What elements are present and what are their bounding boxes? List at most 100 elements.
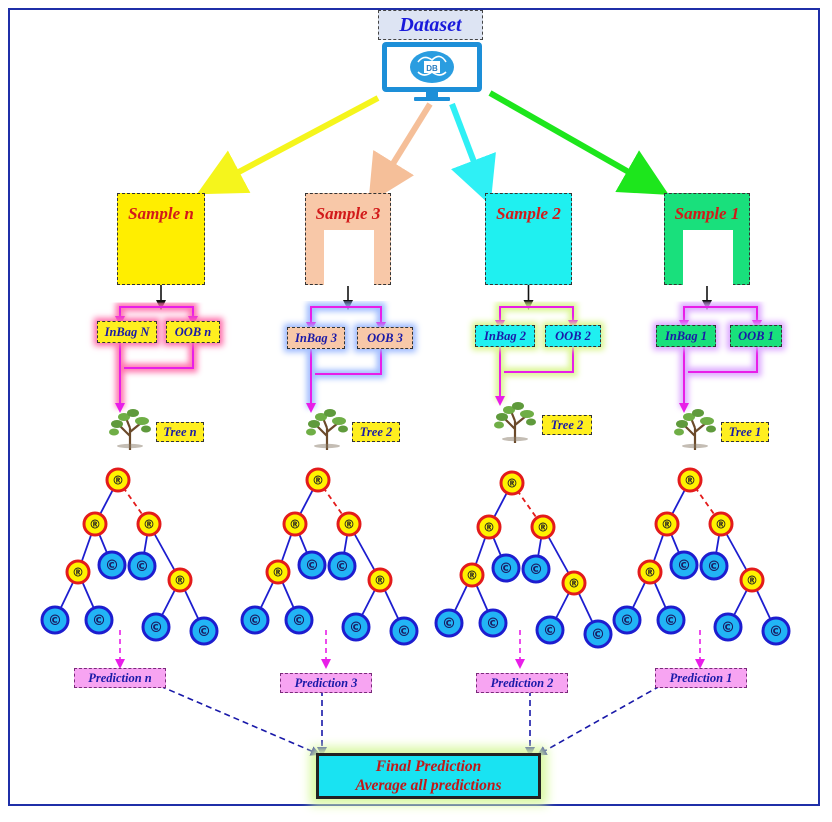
oob-box-1: OOB 1 bbox=[730, 325, 782, 347]
decision-node-3-ll bbox=[265, 559, 291, 585]
tree-label-n: Tree n bbox=[156, 422, 204, 442]
sample-tree-image-3 bbox=[324, 230, 374, 286]
decision-node-3-l1 bbox=[282, 511, 308, 537]
leaf-node-3-l3a bbox=[240, 605, 270, 635]
decision-node-symbol-1-l1: ® bbox=[661, 518, 673, 532]
tree-icon-1 bbox=[674, 409, 716, 450]
arrow-to-sample-2 bbox=[449, 102, 496, 206]
sample-label-1: Sample 1 bbox=[674, 204, 740, 223]
inbag-box-n: InBag N bbox=[97, 321, 157, 343]
leaf-node-2-rc bbox=[521, 554, 551, 584]
leaf-node-symbol-n-rc: © bbox=[135, 559, 149, 575]
leaf-node-n-l3a bbox=[40, 605, 70, 635]
leaf-node-3-r3b bbox=[389, 616, 419, 646]
leaf-node-symbol-2-l3b: © bbox=[486, 616, 500, 632]
dataset-title: Dataset bbox=[378, 10, 483, 40]
final-prediction-box: Final Prediction Average all predictions bbox=[316, 753, 541, 799]
decision-node-n-r1 bbox=[136, 511, 162, 537]
decision-node-1-rr bbox=[739, 567, 765, 593]
decision-node-symbol-3-l1: ® bbox=[289, 518, 301, 532]
oob-box-2: OOB 2 bbox=[545, 325, 601, 347]
leaf-node-1-l3b bbox=[656, 605, 686, 635]
sample-box-2: Sample 2 bbox=[485, 193, 572, 285]
decision-node-symbol-n-ll: ® bbox=[72, 566, 84, 580]
leaf-node-symbol-3-l3a: © bbox=[248, 613, 262, 629]
leaf-node-symbol-n-r3b: © bbox=[197, 624, 211, 640]
decision-node-symbol-2-rr: ® bbox=[568, 577, 580, 591]
leaf-node-1-rc bbox=[699, 551, 729, 581]
decision-node-symbol-2-r1: ® bbox=[537, 521, 549, 535]
inbag-box-3: InBag 3 bbox=[287, 327, 345, 349]
leaf-node-symbol-3-l3b: © bbox=[292, 613, 306, 629]
arrow-to-sample-n bbox=[196, 95, 380, 195]
decision-node-n-ll bbox=[65, 559, 91, 585]
tree-icon-n bbox=[109, 409, 151, 450]
prediction-label-3: Prediction 3 bbox=[280, 673, 372, 693]
final-prediction-subtitle: Average all predictions bbox=[355, 777, 502, 794]
sample-label-2: Sample 2 bbox=[496, 204, 561, 223]
sample-box-3: Sample 3 bbox=[305, 193, 391, 286]
decision-node-1-ll bbox=[637, 559, 663, 585]
decision-node-symbol-n-root: ® bbox=[112, 474, 124, 488]
leaf-node-symbol-n-r3a: © bbox=[149, 620, 163, 636]
decision-node-n-l1 bbox=[82, 511, 108, 537]
arrow-to-sample-3 bbox=[368, 102, 433, 204]
leaf-node-symbol-2-r3a: © bbox=[543, 623, 557, 639]
tree-icon-3 bbox=[306, 409, 348, 450]
tree-label-1: Tree 1 bbox=[721, 422, 769, 442]
leaf-node-symbol-n-l3b: © bbox=[92, 613, 106, 629]
decision-node-symbol-1-r1: ® bbox=[715, 518, 727, 532]
leaf-node-symbol-3-r3b: © bbox=[397, 624, 411, 640]
monitor-brain-icon: DB bbox=[382, 42, 482, 101]
decision-node-symbol-3-r1: ® bbox=[343, 518, 355, 532]
leaf-node-symbol-1-r3a: © bbox=[721, 620, 735, 636]
leaf-node-3-lc bbox=[297, 550, 327, 580]
decision-node-3-root bbox=[305, 467, 331, 493]
leaf-node-2-r3a bbox=[535, 615, 565, 645]
leaf-node-2-lc bbox=[491, 553, 521, 583]
decision-node-symbol-n-r1: ® bbox=[143, 518, 155, 532]
leaf-node-n-lc bbox=[97, 550, 127, 580]
prediction-label-n: Prediction n bbox=[74, 668, 166, 688]
oob-return-1 bbox=[688, 347, 758, 373]
leaf-node-n-r3a bbox=[141, 612, 171, 642]
decision-node-3-rr bbox=[367, 567, 393, 593]
diagram-border bbox=[8, 8, 820, 806]
sample-box-1: Sample 1 bbox=[664, 193, 750, 286]
decision-node-n-root bbox=[105, 467, 131, 493]
sample-tree-image-1 bbox=[683, 230, 733, 286]
final-arrow-n bbox=[159, 685, 321, 756]
leaf-node-symbol-1-rc: © bbox=[707, 559, 721, 575]
sample-box-n: Sample n bbox=[117, 193, 205, 285]
decision-node-2-ll bbox=[459, 562, 485, 588]
decision-node-1-l1 bbox=[654, 511, 680, 537]
svg-text:DB: DB bbox=[426, 64, 438, 73]
decision-node-3-r1 bbox=[336, 511, 362, 537]
decision-node-symbol-2-l1: ® bbox=[483, 521, 495, 535]
leaf-node-2-l3b bbox=[478, 608, 508, 638]
oob-box-n: OOB n bbox=[166, 321, 220, 343]
leaf-node-symbol-3-rc: © bbox=[335, 559, 349, 575]
leaf-node-3-r3a bbox=[341, 612, 371, 642]
leaf-node-symbol-n-l3a: © bbox=[48, 613, 62, 629]
decision-node-symbol-1-root: ® bbox=[684, 474, 696, 488]
leaf-node-symbol-3-r3a: © bbox=[349, 620, 363, 636]
decision-node-symbol-3-root: ® bbox=[312, 474, 324, 488]
leaf-node-symbol-1-lc: © bbox=[677, 558, 691, 574]
decision-node-1-r1 bbox=[708, 511, 734, 537]
decision-node-symbol-1-ll: ® bbox=[644, 566, 656, 580]
leaf-node-symbol-2-l3a: © bbox=[442, 616, 456, 632]
decision-node-symbol-1-rr: ® bbox=[746, 574, 758, 588]
oob-box-3: OOB 3 bbox=[357, 327, 413, 349]
oob-return-n bbox=[124, 343, 194, 369]
prediction-label-2: Prediction 2 bbox=[476, 673, 568, 693]
decision-node-symbol-n-l1: ® bbox=[89, 518, 101, 532]
decision-node-2-l1 bbox=[476, 514, 502, 540]
leaf-node-symbol-2-rc: © bbox=[529, 562, 543, 578]
tree-label-3: Tree 2 bbox=[352, 422, 400, 442]
leaf-node-2-r3b bbox=[583, 619, 613, 649]
leaf-node-2-l3a bbox=[434, 608, 464, 638]
tree-label-2: Tree 2 bbox=[542, 415, 592, 435]
